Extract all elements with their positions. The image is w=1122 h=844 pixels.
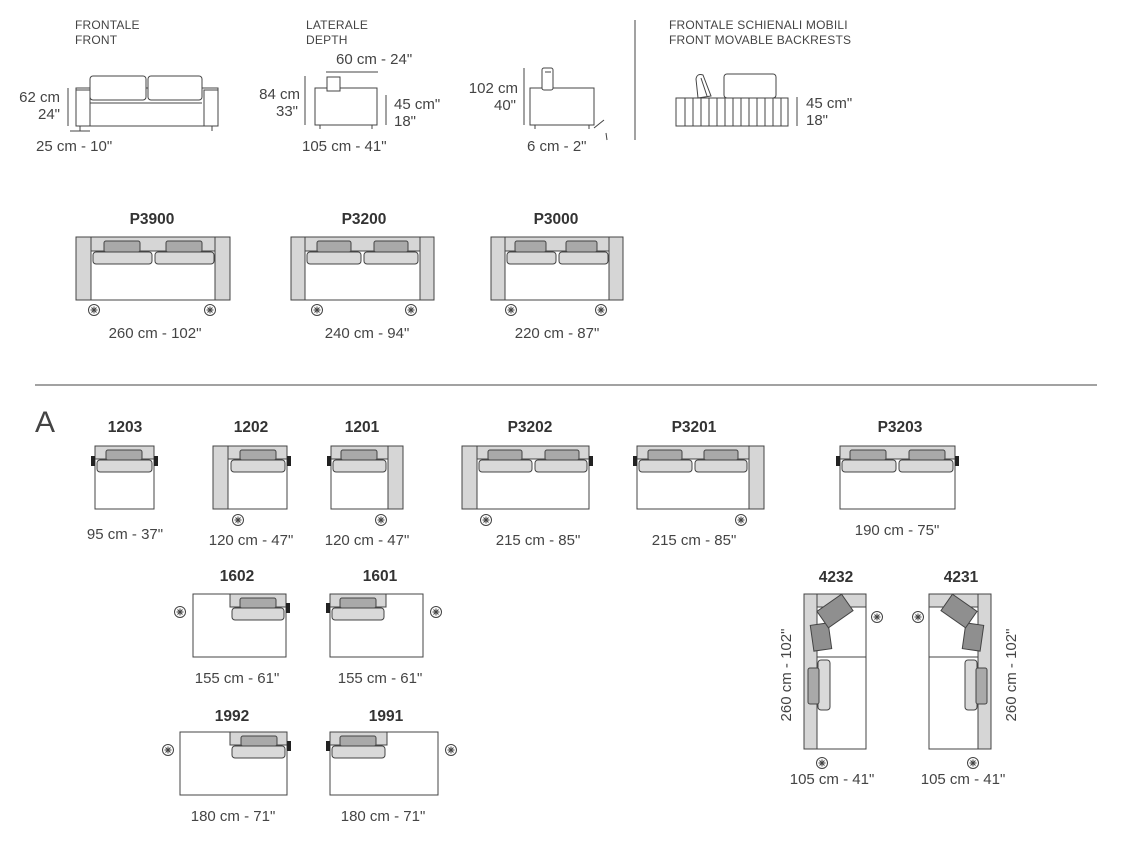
module-width: 155 cm - 61" (338, 670, 423, 687)
module-1203: 1203 95 cm - 37" (87, 419, 163, 543)
module-p3203: P3203 190 cm - 75" (836, 419, 959, 539)
asterisk-icon (967, 757, 979, 769)
front-label-it: FRONTALE (75, 18, 140, 32)
module-code: 1203 (108, 419, 143, 436)
asterisk-icon (375, 514, 387, 526)
module-code: P3202 (508, 419, 553, 436)
sofa-code: P3200 (342, 211, 387, 228)
module-width: 180 cm - 71" (191, 808, 276, 825)
front-view: FRONTALE FRONT 62 cm 24" 25 cm - 10" (19, 18, 219, 155)
module-width: 190 cm - 75" (855, 522, 940, 539)
module-width: 120 cm - 47" (209, 532, 294, 549)
recline-sofa-drawing (523, 67, 608, 141)
asterisk-icon (871, 611, 883, 623)
asterisk-icon (505, 304, 517, 316)
module-4232: 4232 260 cm - 102" 105 cm - 41" (778, 569, 883, 788)
module-1202: 1202 120 cm - 47" (209, 419, 294, 549)
module-code: 1202 (234, 419, 268, 436)
module-width: 180 cm - 71" (341, 808, 426, 825)
sofa-width: 240 cm - 94" (325, 325, 410, 342)
recline-view: 102 cm 40" 6 cm - 2" (469, 67, 608, 155)
sofa-code: P3000 (534, 211, 579, 228)
module-code: 1992 (215, 708, 249, 725)
module-length: 260 cm - 102" (778, 629, 795, 722)
module-code: 4232 (819, 569, 853, 586)
sofa-width: 220 cm - 87" (515, 325, 600, 342)
asterisk-icon (480, 514, 492, 526)
asterisk-icon (311, 304, 323, 316)
sofa-code: P3900 (130, 211, 175, 228)
module-code: P3201 (672, 419, 717, 436)
module-width: 155 cm - 61" (195, 670, 280, 687)
depth-label-it: LATERALE (306, 18, 368, 32)
front-height-in: 24" (38, 106, 60, 123)
asterisk-icon (204, 304, 216, 316)
module-length: 260 cm - 102" (1003, 629, 1020, 722)
depth-label-en: DEPTH (306, 33, 348, 47)
front-label-en: FRONT (75, 33, 118, 47)
module-width: 120 cm - 47" (325, 532, 410, 549)
module-1991: 1991 180 cm - 71" (326, 708, 457, 825)
module-p3202: P3202 215 cm - 85" (461, 419, 593, 549)
recline-height-in: 40" (494, 97, 516, 114)
asterisk-icon (430, 606, 442, 618)
backrests-sofa-drawing (675, 73, 798, 127)
sofa-p3200: P3200 240 cm - 94" (290, 211, 435, 342)
front-foot: 25 cm - 10" (36, 138, 112, 155)
depth-seat-depth: 60 cm - 24" (336, 51, 412, 68)
sofa-width: 260 cm - 102" (109, 325, 202, 342)
asterisk-icon (162, 744, 174, 756)
module-code: 4231 (944, 569, 979, 586)
backrests-label-it: FRONTALE SCHIENALI MOBILI (669, 18, 848, 32)
recline-tilt: 6 cm - 2" (527, 138, 587, 155)
backrests-seat-in: 18" (806, 112, 828, 129)
backrests-label-en: FRONT MOVABLE BACKRESTS (669, 33, 851, 47)
module-width: 215 cm - 85" (496, 532, 581, 549)
module-code: 1201 (345, 419, 380, 436)
module-1201: 1201 120 cm - 47" (325, 419, 410, 549)
asterisk-icon (88, 304, 100, 316)
module-code: 1991 (369, 708, 404, 725)
module-code: 1601 (363, 568, 398, 585)
module-width: 105 cm - 41" (921, 771, 1006, 788)
depth-sofa-drawing (304, 76, 387, 129)
asterisk-icon (405, 304, 417, 316)
section-letter: A (35, 406, 55, 439)
recline-height: 102 cm (469, 80, 518, 97)
module-width: 95 cm - 37" (87, 526, 163, 543)
module-1992: 1992 180 cm - 71" (162, 708, 291, 825)
depth-view: LATERALE DEPTH 60 cm - 24" 84 cm 33" 45 … (259, 18, 440, 155)
backrests-seat: 45 cm" (806, 95, 852, 112)
front-height: 62 cm (19, 89, 60, 106)
sofa-p3900: P3900 260 cm - 102" (75, 211, 231, 342)
front-sofa-drawing (67, 75, 219, 132)
asterisk-icon (912, 611, 924, 623)
sofa-p3000: P3000 220 cm - 87" (490, 211, 624, 342)
asterisk-icon (232, 514, 244, 526)
asterisk-icon (735, 514, 747, 526)
depth-seat: 45 cm" (394, 96, 440, 113)
backrests-view: FRONTALE SCHIENALI MOBILI FRONT MOVABLE … (669, 18, 852, 129)
module-code: P3203 (878, 419, 923, 436)
asterisk-icon (445, 744, 457, 756)
module-p3201: P3201 215 cm - 85" (633, 419, 765, 549)
module-1601: 1601 155 cm - 61" (326, 568, 442, 687)
depth-height: 84 cm (259, 86, 300, 103)
module-1602: 1602 155 cm - 61" (174, 568, 290, 687)
depth-seat-in: 18" (394, 113, 416, 130)
asterisk-icon (174, 606, 186, 618)
depth-height-in: 33" (276, 103, 298, 120)
module-code: 1602 (220, 568, 254, 585)
module-4231: 4231 260 cm - 102" 105 cm - 41" (912, 569, 1020, 788)
module-width: 105 cm - 41" (790, 771, 875, 788)
asterisk-icon (595, 304, 607, 316)
asterisk-icon (816, 757, 828, 769)
depth-depth: 105 cm - 41" (302, 138, 387, 155)
module-width: 215 cm - 85" (652, 532, 737, 549)
